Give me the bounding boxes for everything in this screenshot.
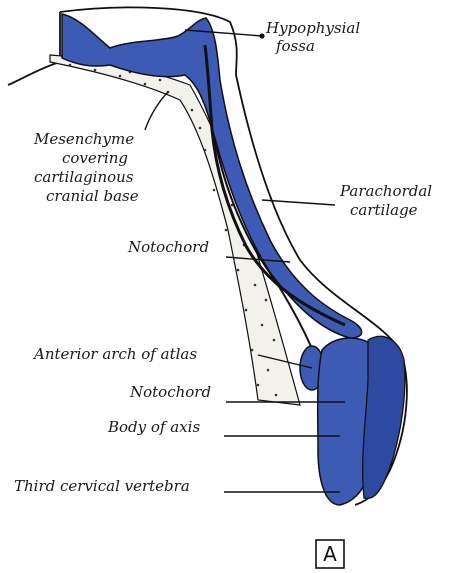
- third-cervical-vertebra: [363, 336, 405, 498]
- label-mesenchyme-1: Mesenchyme: [33, 130, 134, 148]
- label-parachordal-1: Parachordal: [339, 182, 432, 200]
- mesenchyme-stipple-dot: [275, 394, 278, 397]
- mesenchyme-stipple-dot: [251, 349, 254, 352]
- label-hypophysial-fossa-2: fossa: [275, 37, 315, 55]
- label-notochord-lower: Notochord: [129, 383, 211, 401]
- mesenchyme-stipple-dot: [191, 109, 194, 112]
- label-notochord-upper: Notochord: [127, 238, 209, 256]
- mesenchyme-stipple-dot: [69, 64, 72, 67]
- mesenchyme-stipple-dot: [144, 83, 147, 86]
- mesenchyme-stipple-dot: [245, 309, 248, 312]
- mesenchyme-stipple-dot: [261, 324, 264, 327]
- mesenchyme-stipple-dot: [257, 384, 260, 387]
- mesenchyme-stipple-dot: [213, 189, 216, 192]
- label-hypophysial-fossa-1: Hypophysial: [265, 19, 360, 37]
- mesenchyme-stipple-dot: [273, 339, 276, 342]
- leader-hypophysial-dot: [259, 33, 264, 38]
- mesenchyme-stipple-dot: [254, 284, 257, 287]
- mesenchyme-stipple-dot: [204, 149, 207, 152]
- mesenchyme-stipple-dot: [267, 369, 270, 372]
- mesenchyme-stipple-dot: [225, 229, 228, 232]
- panel-letter: A: [323, 542, 337, 566]
- label-mesenchyme-3: cartilaginous: [34, 168, 134, 186]
- label-mesenchyme-4: cranial base: [46, 187, 139, 205]
- label-anterior-arch: Anterior arch of atlas: [32, 345, 197, 363]
- label-mesenchyme-2: covering: [62, 149, 128, 167]
- leader-mesenchyme: [145, 92, 168, 130]
- mesenchyme-stipple-dot: [94, 69, 97, 72]
- mesenchyme-stipple-dot: [237, 269, 240, 272]
- label-body-of-axis: Body of axis: [107, 418, 200, 436]
- mesenchyme-stipple-dot: [119, 75, 122, 78]
- label-parachordal-2: cartilage: [350, 201, 418, 219]
- mesenchyme-stipple-dot: [159, 79, 162, 82]
- mesenchyme-stipple-dot: [199, 127, 202, 130]
- label-third-cervical: Third cervical vertebra: [14, 477, 190, 495]
- mesenchyme-stipple-dot: [265, 299, 268, 302]
